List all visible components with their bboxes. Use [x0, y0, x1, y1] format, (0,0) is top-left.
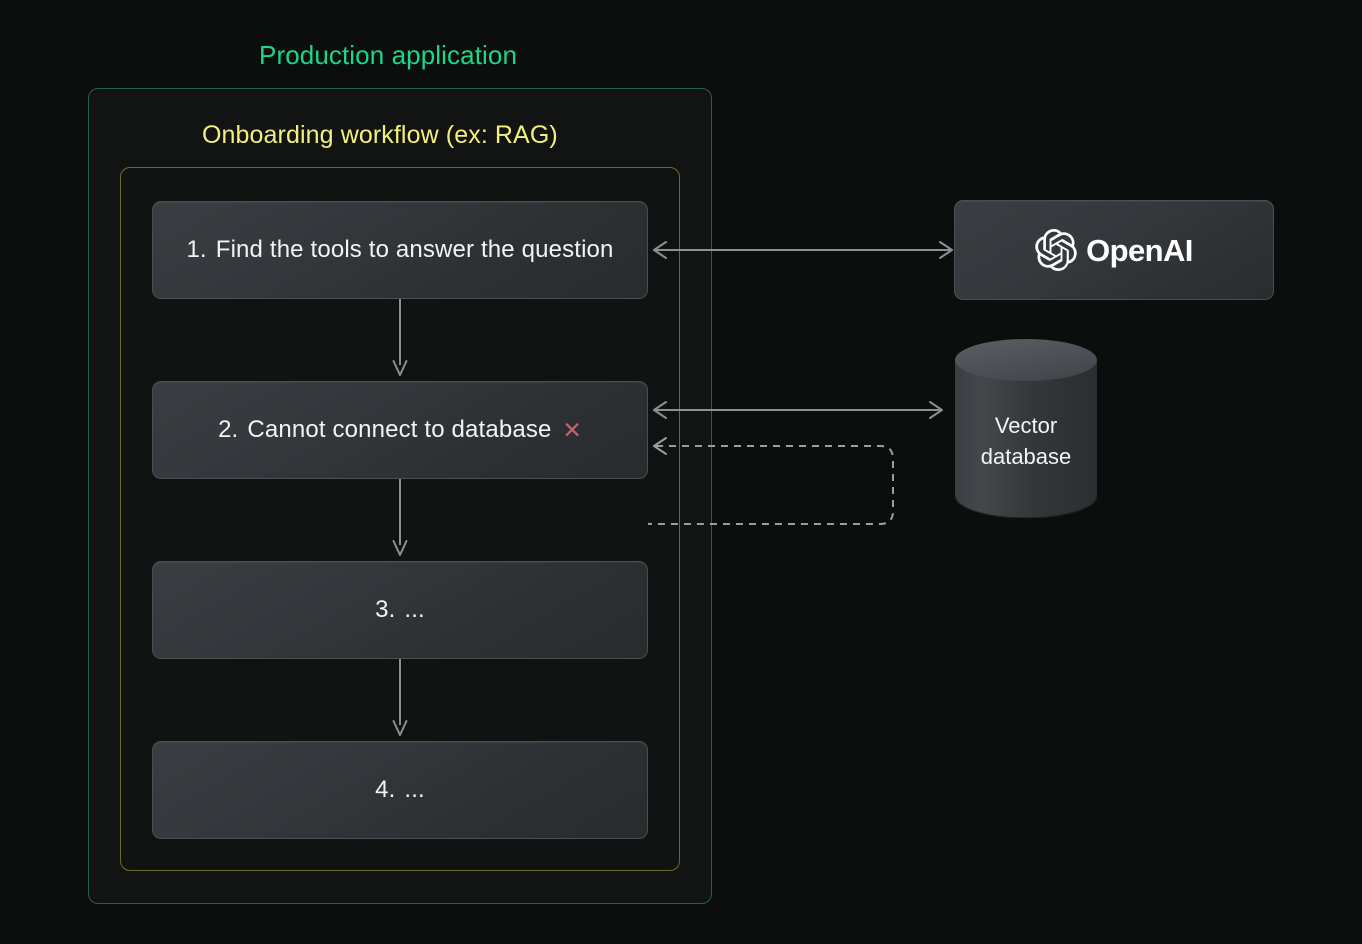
feedback-loop-dashed-arrow: [648, 432, 900, 532]
error-x-icon: ✕: [563, 419, 582, 442]
workflow-step-3[interactable]: 3. ...: [152, 561, 648, 659]
onboarding-workflow-title: Onboarding workflow (ex: RAG): [202, 121, 558, 150]
workflow-step-1[interactable]: 1. Find the tools to answer the question: [152, 201, 648, 299]
step-1-number: 1.: [186, 236, 206, 264]
step-2-label: Cannot connect to database: [247, 416, 551, 444]
openai-logo-icon: [1035, 229, 1077, 271]
openai-service-card[interactable]: OpenAI: [954, 200, 1274, 300]
connector-step3-to-step4-arrow: [390, 659, 410, 741]
connector-step1-to-step2-arrow: [390, 299, 410, 381]
connector-step2-to-vectordb-arrow: [648, 398, 948, 422]
connector-step1-to-openai-arrow: [648, 238, 958, 262]
step-4-number: 4.: [375, 776, 395, 804]
step-3-label: ...: [404, 596, 424, 624]
step-2-number: 2.: [218, 416, 238, 444]
workflow-step-2[interactable]: 2. Cannot connect to database ✕: [152, 381, 648, 479]
openai-label: OpenAI: [1086, 235, 1193, 266]
vector-database-cylinder[interactable]: [953, 338, 1099, 518]
workflow-step-4[interactable]: 4. ...: [152, 741, 648, 839]
connector-step2-to-step3-arrow: [390, 479, 410, 561]
production-application-title: Production application: [259, 40, 517, 71]
step-4-label: ...: [404, 776, 424, 804]
step-3-number: 3.: [375, 596, 395, 624]
step-1-label: Find the tools to answer the question: [216, 236, 614, 264]
